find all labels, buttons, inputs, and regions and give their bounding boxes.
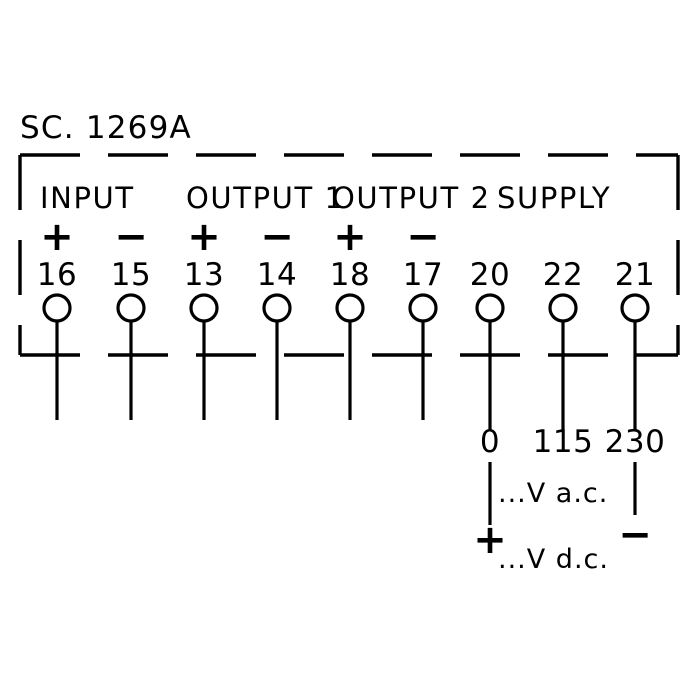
- terminal-20[interactable]: [475, 293, 505, 430]
- terminal-15[interactable]: [116, 293, 146, 420]
- terminal-number-15: 15: [111, 257, 151, 293]
- polarity-sign-17: −: [406, 214, 440, 260]
- terminal-number-18: 18: [330, 257, 370, 293]
- terminal-circle-17[interactable]: [408, 293, 438, 323]
- dc-polarity-signs: + −: [473, 512, 652, 563]
- terminal-number-20: 20: [470, 257, 510, 293]
- terminal-circle-16[interactable]: [42, 293, 72, 323]
- terminal-circle-21[interactable]: [620, 293, 650, 323]
- dc-voltage-label: ...V d.c.: [498, 544, 609, 575]
- terminals-group: [42, 293, 650, 430]
- polarity-sign-16: +: [40, 214, 74, 260]
- group-label-input: INPUT: [40, 181, 135, 215]
- terminal-circle-22[interactable]: [548, 293, 578, 323]
- terminal-22[interactable]: [548, 293, 578, 430]
- polarity-sign-14: −: [260, 214, 294, 260]
- diagram-title: SC. 1269A: [20, 110, 192, 146]
- group-labels: INPUT OUTPUT 1 OUTPUT 2 SUPPLY: [40, 181, 611, 215]
- supply-tap-labels: 0 115 230: [480, 424, 665, 460]
- group-label-output2: OUTPUT 2: [332, 181, 491, 215]
- terminal-21[interactable]: [620, 293, 650, 430]
- terminal-circle-15[interactable]: [116, 293, 146, 323]
- terminal-circle-20[interactable]: [475, 293, 505, 323]
- supply-rails: [488, 462, 637, 525]
- group-label-supply: SUPPLY: [497, 181, 611, 215]
- terminal-number-14: 14: [257, 257, 297, 293]
- terminal-circle-18[interactable]: [335, 293, 365, 323]
- terminal-number-13: 13: [184, 257, 224, 293]
- terminal-13[interactable]: [189, 293, 219, 420]
- group-label-output1: OUTPUT 1: [186, 181, 345, 215]
- terminal-16[interactable]: [42, 293, 72, 420]
- terminal-circle-14[interactable]: [262, 293, 292, 323]
- dc-minus-sign: −: [618, 512, 652, 558]
- terminal-14[interactable]: [262, 293, 292, 420]
- supply-tap-230: 230: [605, 424, 666, 460]
- polarity-signs-row: + − + − + −: [40, 214, 440, 260]
- supply-tap-0: 0: [480, 424, 500, 460]
- polarity-sign-18: +: [333, 214, 367, 260]
- terminal-circle-13[interactable]: [189, 293, 219, 323]
- terminal-18[interactable]: [335, 293, 365, 420]
- ac-voltage-label: ...V a.c.: [498, 478, 608, 509]
- terminal-17[interactable]: [408, 293, 438, 420]
- polarity-sign-13: +: [187, 214, 221, 260]
- polarity-sign-15: −: [114, 214, 148, 260]
- dc-plus-sign: +: [473, 517, 507, 563]
- terminal-number-17: 17: [403, 257, 443, 293]
- terminal-numbers-row: 16 15 13 14 18 17 20 22 21: [37, 257, 655, 293]
- terminal-number-22: 22: [543, 257, 583, 293]
- supply-tap-115: 115: [533, 424, 594, 460]
- terminal-number-16: 16: [37, 257, 77, 293]
- terminal-number-21: 21: [615, 257, 655, 293]
